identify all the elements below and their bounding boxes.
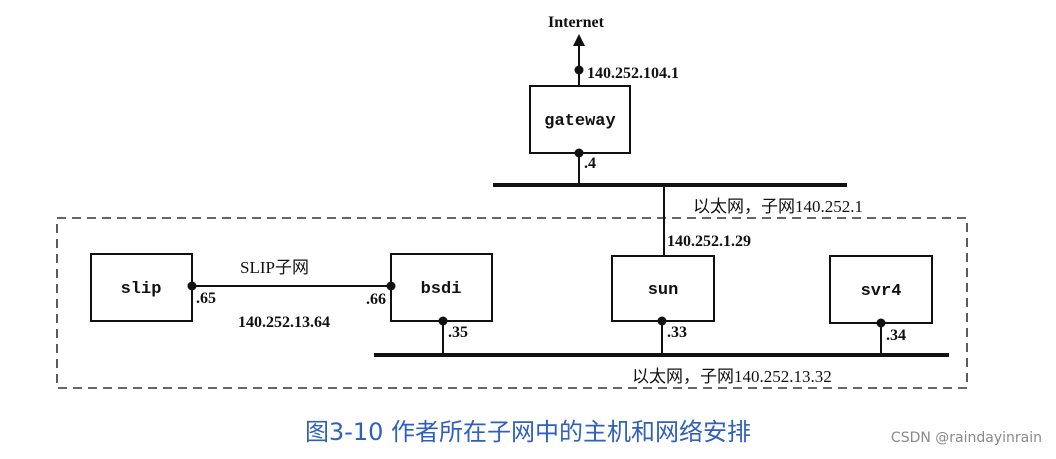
gateway-label: gateway: [544, 112, 615, 131]
internet-label: Internet: [548, 14, 605, 31]
figure-caption: 图3-10 作者所在子网中的主机和网络安排: [304, 418, 752, 446]
bsdi-slip-port-label: .66: [366, 291, 386, 308]
gateway-uplink-port: [574, 65, 584, 75]
bsdi-lan-port-label: .35: [448, 324, 468, 341]
sun-label: sun: [648, 281, 679, 300]
slip-subnet-label: 140.252.13.64: [238, 314, 330, 331]
sun-lan-port-label: .33: [667, 324, 687, 341]
slip-label: slip: [121, 280, 162, 299]
source-credit: CSDN @raindayinrain: [890, 430, 1042, 446]
gateway-lan-port-label: .4: [584, 155, 596, 172]
sun-box: [611, 255, 715, 322]
gateway-box: [529, 85, 631, 154]
svr4-lan-port-label: .34: [886, 327, 906, 344]
svr4-label: svr4: [861, 282, 902, 301]
gateway-uplink-ip: 140.252.104.1: [587, 65, 679, 82]
ethernet-top-label: 以太网，子网140.252.1: [693, 197, 863, 216]
slip-port-label: .65: [196, 290, 216, 307]
slip-box: [90, 253, 193, 322]
slip-link-label: SLIP子网: [240, 258, 309, 277]
sun-uplink-ip: 140.252.1.29: [667, 233, 751, 250]
ethernet-bottom-label: 以太网，子网140.252.13.32: [632, 367, 832, 386]
internet-arrow-icon: [573, 34, 585, 46]
bsdi-label: bsdi: [421, 280, 462, 299]
bsdi-slip-port: [386, 281, 396, 291]
author-subnet-boundary: [56, 217, 968, 389]
